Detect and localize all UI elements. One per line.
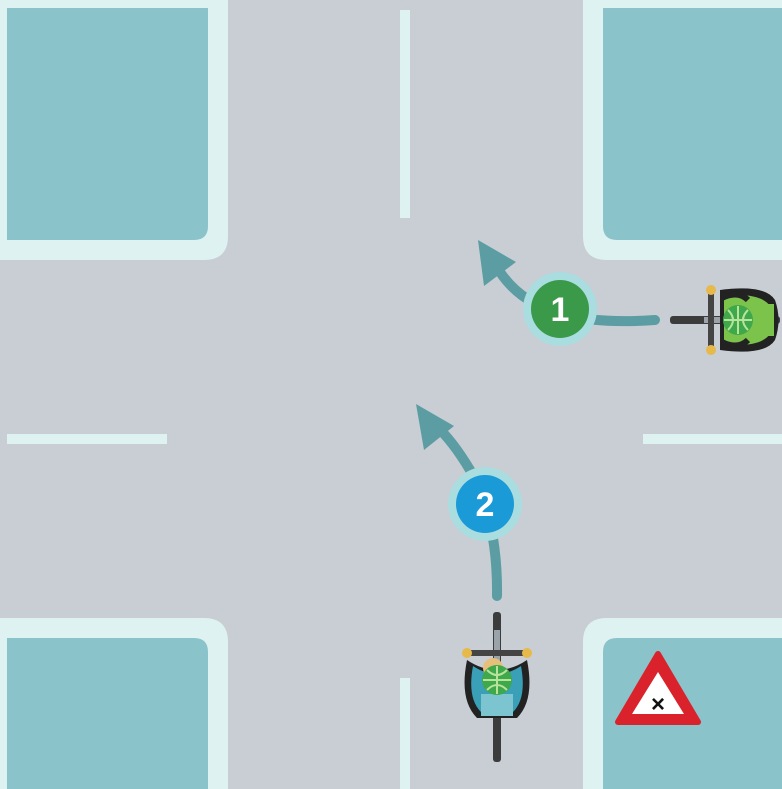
corner-block-bottom-left [0,618,228,789]
marker-2: 2 [448,467,522,541]
handlebar [708,288,714,352]
marker-1-label: 1 [551,291,570,329]
lane-marking-north [400,10,410,218]
marker-1: 1 [523,272,597,346]
corner-block-top-left [0,0,228,260]
marker-2-label: 2 [476,486,495,524]
lane-marking-south [400,678,410,789]
corner-block-top-right [583,0,782,260]
sign-symbol: × [651,691,665,718]
lane-marking-west [7,434,167,444]
handlebar [464,650,530,656]
lane-marking-east [643,434,782,444]
